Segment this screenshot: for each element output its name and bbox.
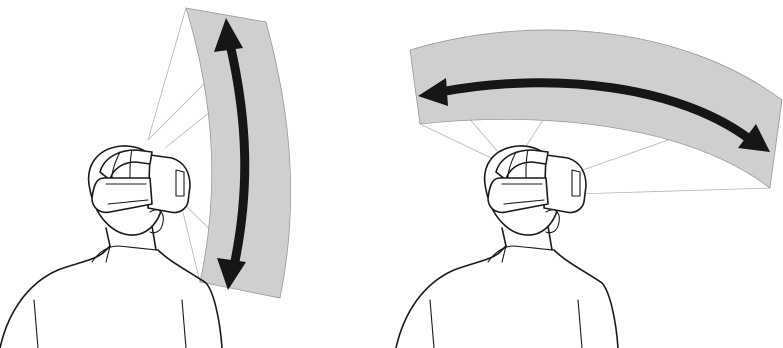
horizontal-movement-panel — [396, 30, 782, 348]
vertical-movement-panel — [0, 8, 291, 348]
horizontal-band — [410, 30, 782, 188]
right-person-with-vr-headset — [396, 146, 618, 348]
left-person-with-vr-headset — [0, 146, 222, 348]
